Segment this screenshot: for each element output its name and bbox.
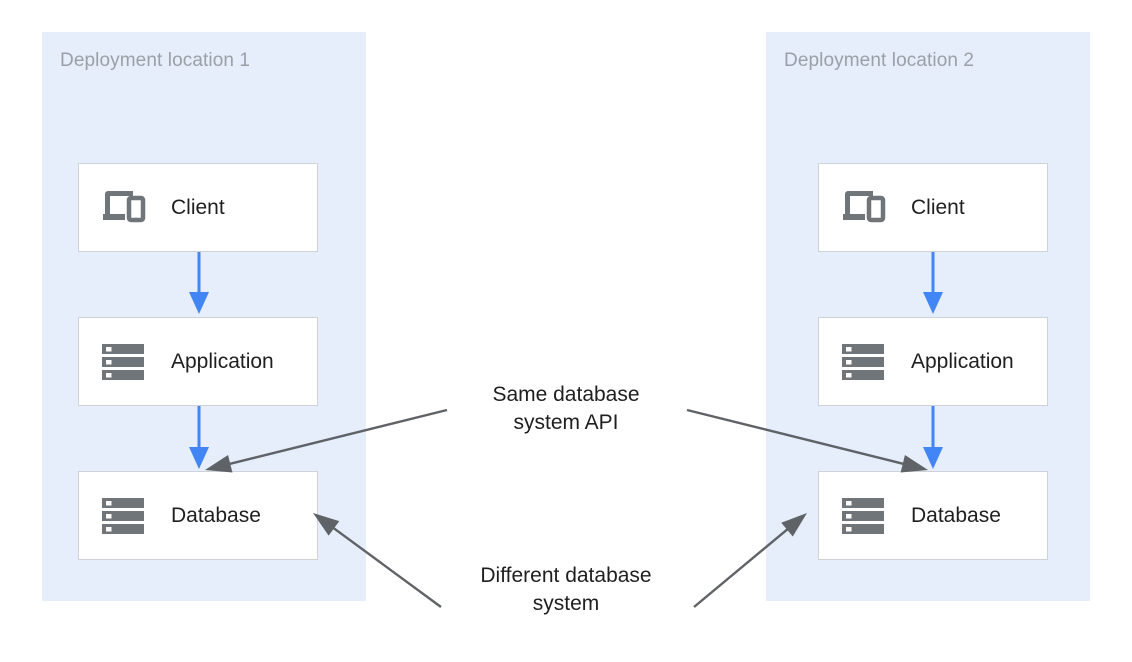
node-label-application-2: Application	[911, 349, 1014, 373]
node-label-database-2: Database	[911, 503, 1001, 527]
annotation-text-different-database-system: Different database system	[480, 564, 652, 615]
devices-icon	[841, 187, 887, 229]
node-application-1[interactable]: Application	[78, 317, 318, 406]
panel-title-deployment-location-1: Deployment location 1	[60, 50, 251, 71]
node-application-2[interactable]: Application	[818, 317, 1048, 406]
node-label-database-1: Database	[171, 503, 261, 527]
devices-icon	[101, 187, 147, 229]
node-label-client-2: Client	[911, 195, 965, 219]
node-label-client-1: Client	[171, 195, 225, 219]
annotation-text-same-database-system-api: Same database system API	[492, 383, 640, 434]
server-icon	[841, 495, 887, 537]
server-icon	[841, 341, 887, 383]
node-database-1[interactable]: Database	[78, 471, 318, 560]
node-database-2[interactable]: Database	[818, 471, 1048, 560]
panel-title-deployment-location-2: Deployment location 2	[784, 50, 975, 71]
server-icon	[101, 495, 147, 537]
server-icon	[101, 341, 147, 383]
node-client-2[interactable]: Client	[818, 163, 1048, 252]
node-label-application-1: Application	[171, 349, 274, 373]
node-client-1[interactable]: Client	[78, 163, 318, 252]
